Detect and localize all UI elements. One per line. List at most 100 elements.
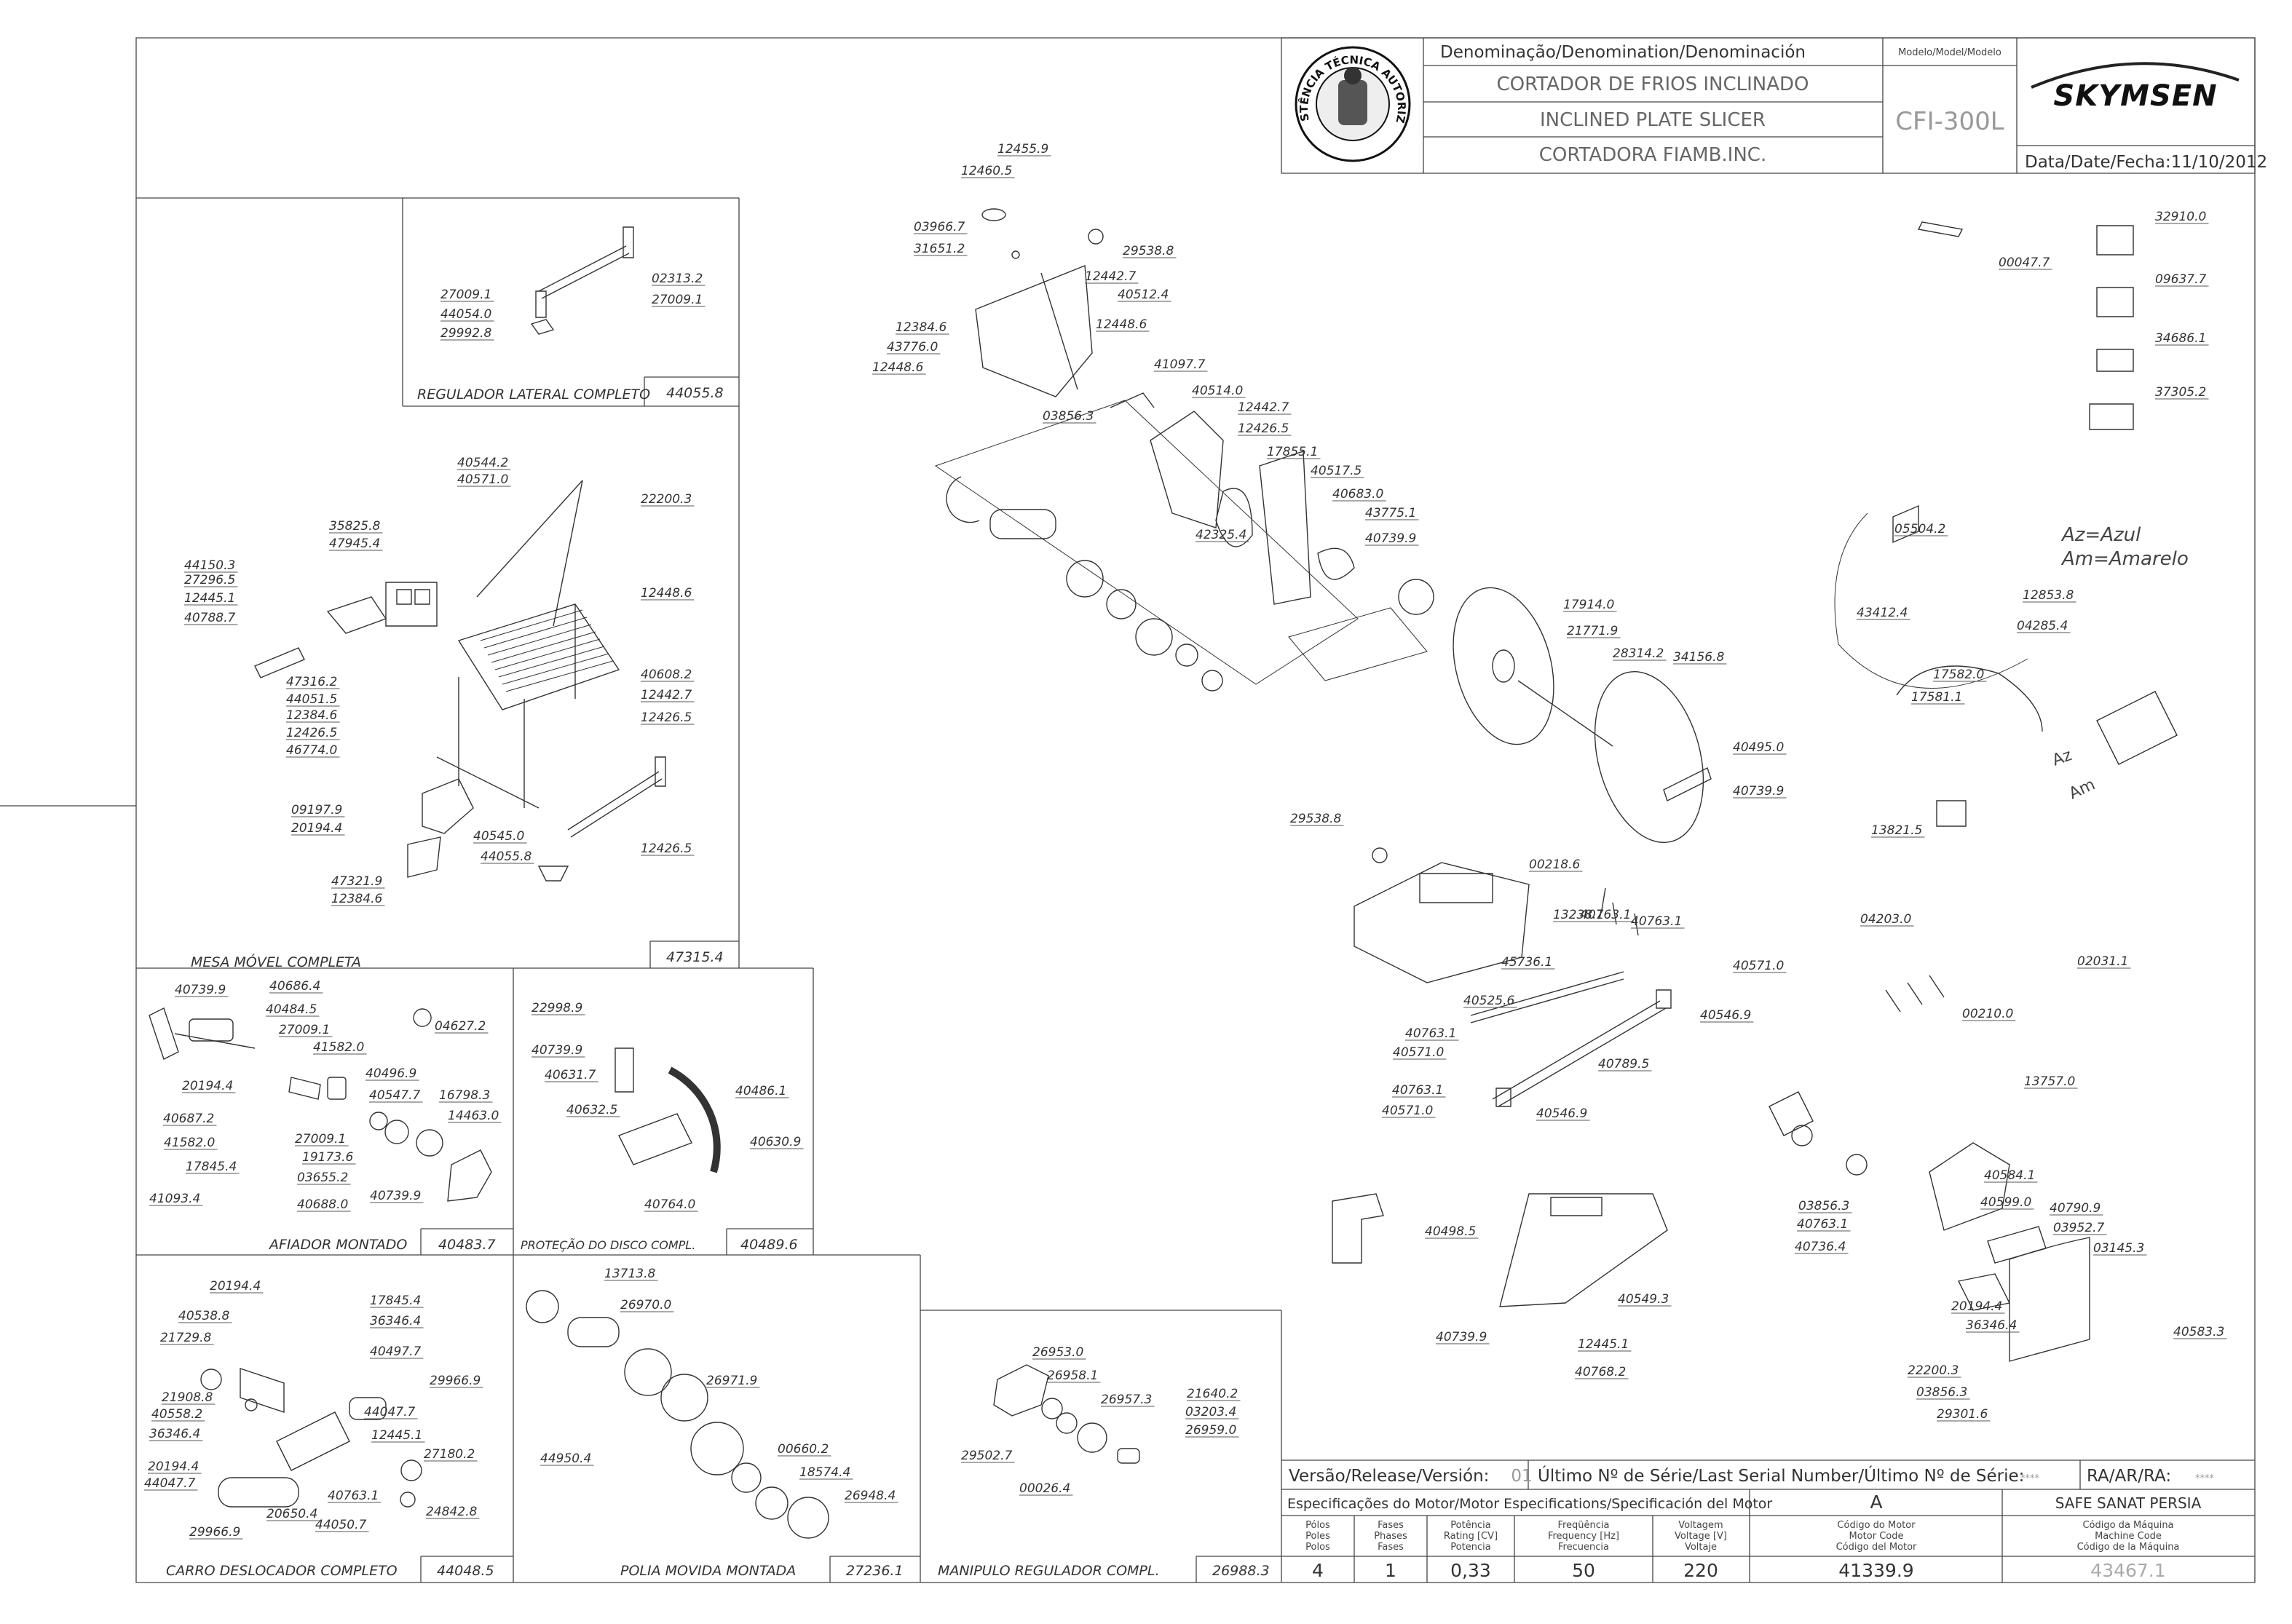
- part-number-label: 20194.4: [210, 1279, 261, 1294]
- part-number-label: 40632.5: [566, 1103, 617, 1117]
- part-number-label: 03856.3: [1798, 1199, 1849, 1213]
- part-number-label: 29966.9: [189, 1525, 240, 1540]
- part-number-label: 12442.7: [1238, 400, 1289, 415]
- carro-drawing: [201, 1368, 422, 1507]
- part-number-label: 12445.1: [1578, 1337, 1629, 1352]
- part-number-label: 40486.1: [735, 1084, 786, 1098]
- head-cover-drawing: [936, 209, 1358, 691]
- subassembly-titles: REGULADOR LATERAL COMPLETO 44055.8 MESA …: [166, 385, 1270, 1579]
- col-volt-es: Voltaje: [1685, 1542, 1717, 1553]
- part-number-label: 40546.9: [1536, 1106, 1587, 1121]
- part-number-label: 36346.4: [370, 1314, 421, 1328]
- part-number-label: 00026.4: [1019, 1481, 1070, 1496]
- part-number-label: 47945.4: [329, 536, 380, 551]
- blade-drawing: [1289, 577, 1721, 855]
- part-number-label: 17855.1: [1267, 445, 1318, 459]
- part-number-label: 34156.8: [1673, 650, 1724, 665]
- carro-code: 44048.5: [437, 1563, 494, 1579]
- protecao-name: PROTEÇÃO DO DISCO COMPL.: [521, 1238, 695, 1252]
- col-motor-code-es: Código del Motor: [1836, 1542, 1917, 1553]
- part-number-label: 17582.0: [1933, 668, 1984, 682]
- part-number-label: 12445.1: [184, 591, 235, 606]
- brand-logo: SKYMSEN: [2053, 79, 2217, 113]
- part-number-label: 13713.8: [604, 1267, 655, 1281]
- afiador-code: 40483.7: [438, 1237, 496, 1253]
- part-number-label: 35825.8: [329, 519, 380, 534]
- mesa-code: 47315.4: [666, 949, 724, 965]
- afiador-name: AFIADOR MONTADO: [268, 1237, 407, 1253]
- part-number-label: 20194.4: [1951, 1299, 2002, 1314]
- col-motor-code-en: Motor Code: [1849, 1531, 1904, 1542]
- part-number-label: 40736.4: [1795, 1240, 1846, 1254]
- col-machine-code-es: Código de la Máquina: [2077, 1542, 2180, 1553]
- part-number-label: 14463.0: [448, 1109, 499, 1123]
- part-number-label: 17914.0: [1563, 598, 1614, 612]
- svg-text:ASSISTÊNCIA TÉCNICA AUTORIZADA: ASSISTÊNCIA TÉCNICA AUTORIZADA: [0, 0, 1408, 124]
- part-number-label: 40517.5: [1311, 464, 1362, 478]
- polia-code: 27236.1: [846, 1563, 904, 1579]
- part-number-label: 02313.2: [652, 272, 703, 286]
- part-number-label: 22200.3: [1908, 1363, 1959, 1378]
- part-number-label: 36346.4: [149, 1427, 200, 1441]
- part-number-label: 40571.0: [457, 472, 508, 487]
- part-number-label: 00660.2: [778, 1442, 829, 1457]
- part-number-label: 12426.5: [641, 841, 692, 856]
- date-label: Data/Date/Fecha:11/10/2012: [2025, 153, 2267, 172]
- frame: [0, 38, 2255, 1583]
- part-number-label: 40768.2: [1575, 1365, 1626, 1379]
- part-number-label: 03856.3: [1916, 1385, 1967, 1400]
- ra-label: RA/AR/RA:: [2087, 1467, 2171, 1486]
- part-number-label: 40763.1: [1405, 1026, 1456, 1041]
- manipulo-name: MANIPULO REGULADOR COMPL.: [938, 1563, 1160, 1579]
- part-number-label: 40584.1: [1984, 1168, 2035, 1183]
- part-number-label: 40683.0: [1332, 487, 1383, 502]
- model-value: CFI-300L: [1895, 107, 2004, 136]
- part-number-label: 27180.2: [424, 1447, 475, 1462]
- part-number-label: 40525.6: [1463, 994, 1514, 1008]
- part-number-label: 40514.0: [1192, 384, 1243, 398]
- part-number-label: 40544.2: [457, 456, 508, 470]
- part-number-label: 26970.0: [620, 1298, 671, 1312]
- brand-swoosh: [2031, 63, 2239, 87]
- part-number-label: 12448.6: [872, 360, 923, 375]
- part-number-label: 40546.9: [1700, 1008, 1751, 1023]
- part-number-label: 12384.6: [896, 320, 947, 335]
- part-number-label: 44047.7: [144, 1476, 195, 1491]
- part-number-label: 41093.4: [149, 1192, 200, 1206]
- part-number-label: 12426.5: [1238, 421, 1289, 436]
- part-number-label: 12384.6: [331, 892, 382, 906]
- part-number-label: 05504.2: [1894, 522, 1945, 536]
- col-phases-en: Phases: [1374, 1531, 1407, 1542]
- col-power-es: Potencia: [1450, 1542, 1490, 1553]
- col-volt-en: Voltage [V]: [1675, 1531, 1727, 1542]
- part-number-label: 26957.3: [1101, 1393, 1152, 1407]
- part-number-label: 32910.0: [2155, 210, 2206, 224]
- part-number-label: 29502.7: [961, 1449, 1012, 1463]
- part-number-label: 04285.4: [2017, 619, 2068, 633]
- col-machine-code-en: Machine Code: [2095, 1531, 2162, 1542]
- col-motor-code-pt: Código do Motor: [1837, 1520, 1916, 1531]
- mesa-name: MESA MÓVEL COMPLETA: [191, 953, 361, 970]
- part-number-label: 02031.1: [2077, 954, 2128, 969]
- part-number-label: 43776.0: [887, 340, 938, 354]
- part-number-label: 29992.8: [440, 326, 491, 341]
- serial-label: Último Nº de Série/Last Serial Number/Úl…: [1538, 1465, 2024, 1486]
- part-number-label: 40764.0: [644, 1197, 695, 1212]
- part-number-label: 40687.2: [163, 1112, 214, 1126]
- part-number-label: 44054.0: [440, 307, 491, 322]
- part-number-label: 26971.9: [706, 1374, 757, 1388]
- part-number-label: 40763.1: [1631, 914, 1682, 929]
- carro-name: CARRO DESLOCADOR COMPLETO: [166, 1563, 398, 1579]
- part-number-label: 40790.9: [2050, 1201, 2101, 1216]
- part-number-label: 40571.0: [1382, 1104, 1433, 1118]
- part-number-label: 44047.7: [364, 1405, 415, 1419]
- part-number-label: 03203.4: [1185, 1405, 1236, 1419]
- part-number-label: 12455.9: [997, 142, 1048, 157]
- col-phases-es: Fases: [1378, 1542, 1404, 1553]
- part-number-label: 40739.9: [370, 1189, 421, 1203]
- part-number-label: 03952.7: [2053, 1221, 2104, 1235]
- afiador-drawing: [149, 1008, 491, 1201]
- part-number-label: 29538.8: [1123, 244, 1174, 258]
- part-number-label: 20194.4: [291, 821, 342, 836]
- wire-label-az: Az: [2050, 746, 2075, 770]
